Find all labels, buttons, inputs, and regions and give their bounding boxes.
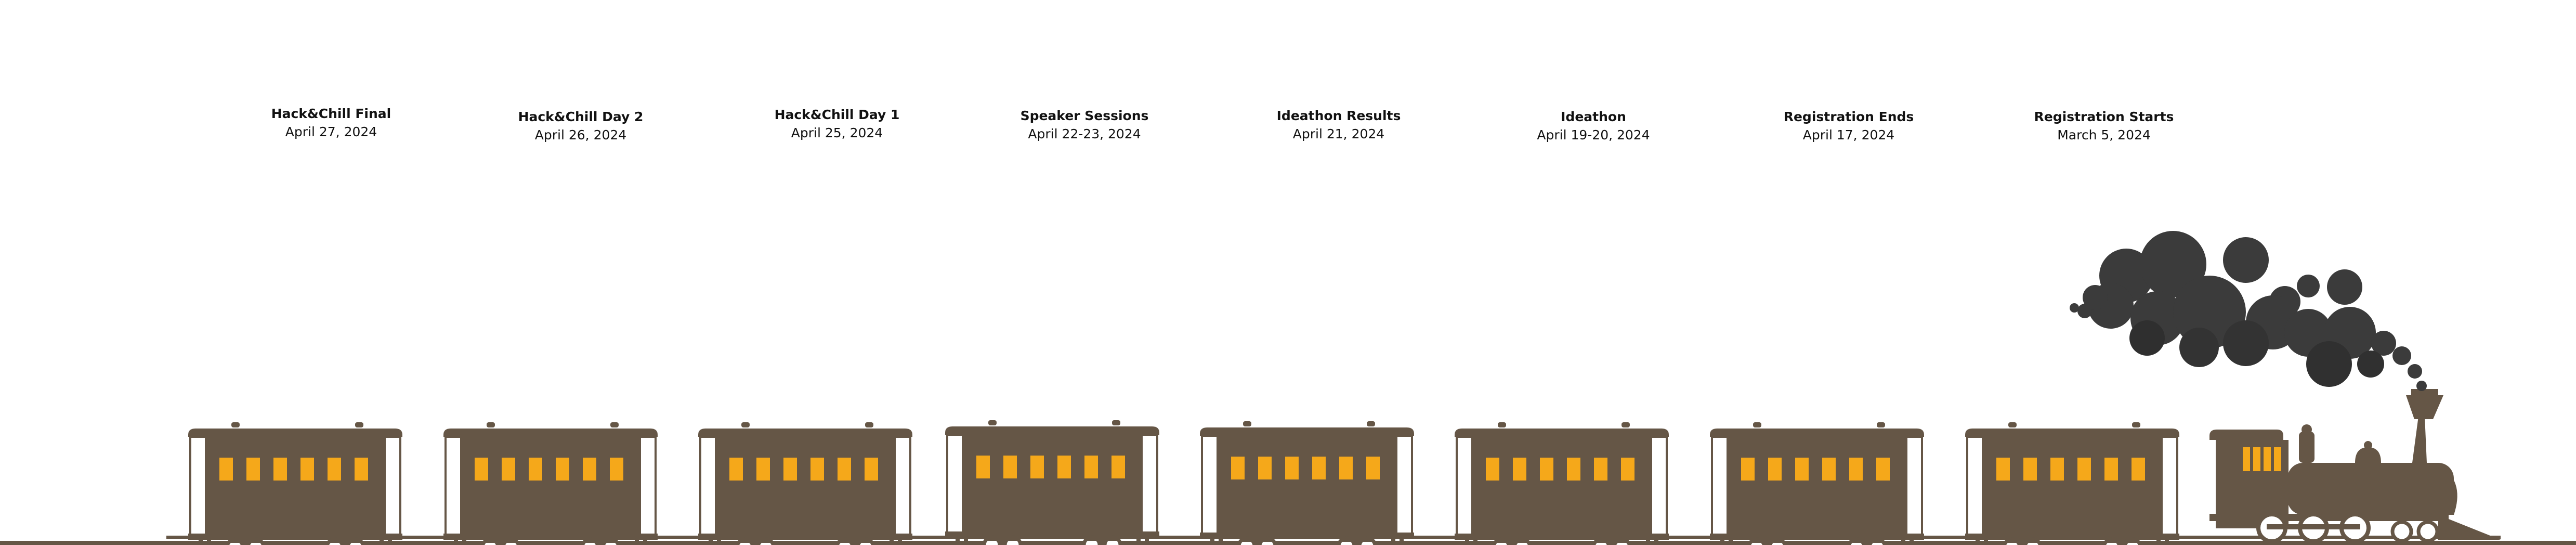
steam-locomotive-icon (2209, 389, 2501, 543)
timeline-event-hack-chill-final: Hack&Chill Final April 27, 2024 (222, 105, 440, 141)
event-title: Ideathon (1561, 109, 1626, 124)
train-car-icon (1455, 422, 1669, 545)
event-title: Ideathon Results (1276, 108, 1401, 123)
event-date: March 5, 2024 (2057, 127, 2151, 142)
event-date: April 19-20, 2024 (1537, 127, 1650, 142)
event-title: Speaker Sessions (1020, 108, 1149, 123)
event-title: Registration Starts (2034, 109, 2174, 124)
event-title: Hack&Chill Day 1 (774, 107, 900, 122)
rail-track (0, 541, 2576, 545)
timeline-events: Hack&Chill Final April 27, 2024 Hack&Chi… (0, 0, 2576, 156)
train-car-icon (945, 420, 1159, 545)
timeline-event-ideathon: Ideathon April 19-20, 2024 (1484, 108, 1703, 145)
event-title: Hack&Chill Day 2 (518, 109, 644, 124)
event-date: April 21, 2024 (1292, 126, 1385, 141)
train-car-icon (1710, 422, 1924, 545)
train-car-icon (443, 422, 658, 545)
timeline-event-hack-chill-day-1: Hack&Chill Day 1 April 25, 2024 (728, 106, 946, 142)
timeline-event-speaker-sessions: Speaker Sessions April 22-23, 2024 (975, 107, 1194, 144)
train-car-icon (1200, 421, 1414, 545)
event-title: Registration Ends (1783, 109, 1914, 124)
timeline-event-registration-ends: Registration Ends April 17, 2024 (1740, 108, 1958, 145)
timeline-event-hack-chill-day-2: Hack&Chill Day 2 April 26, 2024 (472, 108, 690, 145)
timeline-event-ideathon-results: Ideathon Results April 21, 2024 (1230, 107, 1448, 144)
event-date: April 17, 2024 (1802, 127, 1895, 142)
event-date: April 22-23, 2024 (1028, 126, 1141, 141)
smoke-cloud-icon (2070, 231, 2427, 391)
event-date: April 25, 2024 (791, 125, 883, 140)
train-car-icon (188, 422, 402, 545)
timeline-event-registration-starts: Registration Starts March 5, 2024 (1995, 108, 2213, 145)
event-date: April 27, 2024 (285, 124, 377, 139)
train-car-icon (1965, 422, 2179, 545)
train-car-icon (698, 422, 912, 545)
event-date: April 26, 2024 (534, 127, 627, 142)
event-title: Hack&Chill Final (271, 106, 391, 121)
